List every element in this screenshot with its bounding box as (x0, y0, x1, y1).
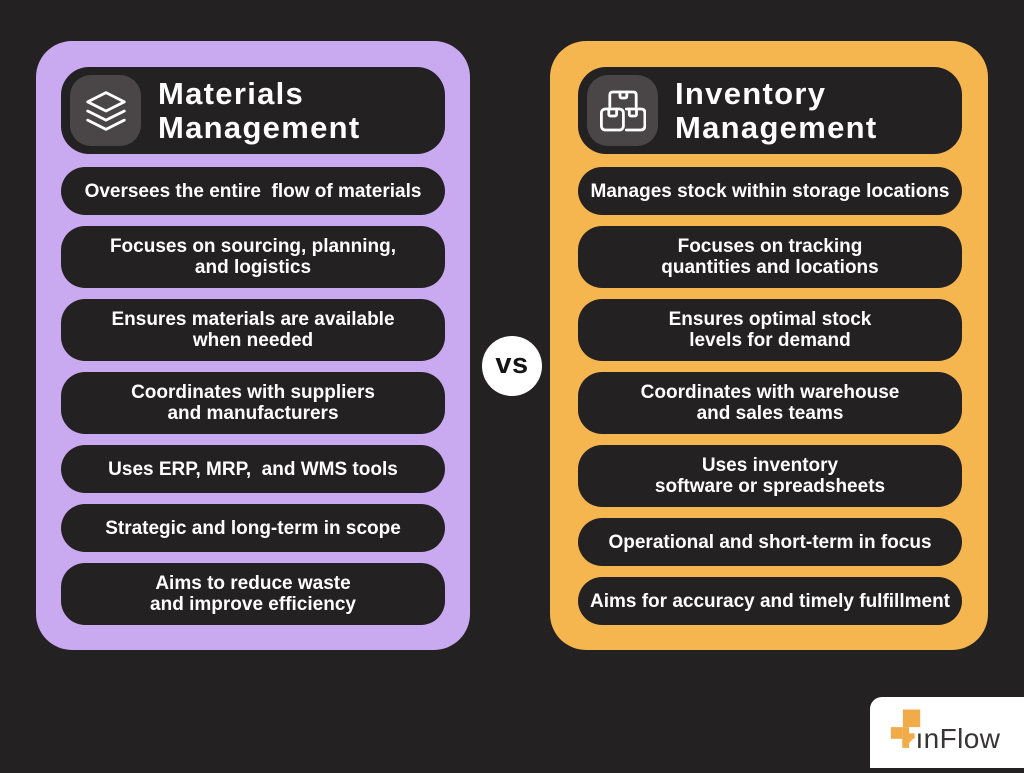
svg-text:ınFlow: ınFlow (916, 723, 1001, 754)
